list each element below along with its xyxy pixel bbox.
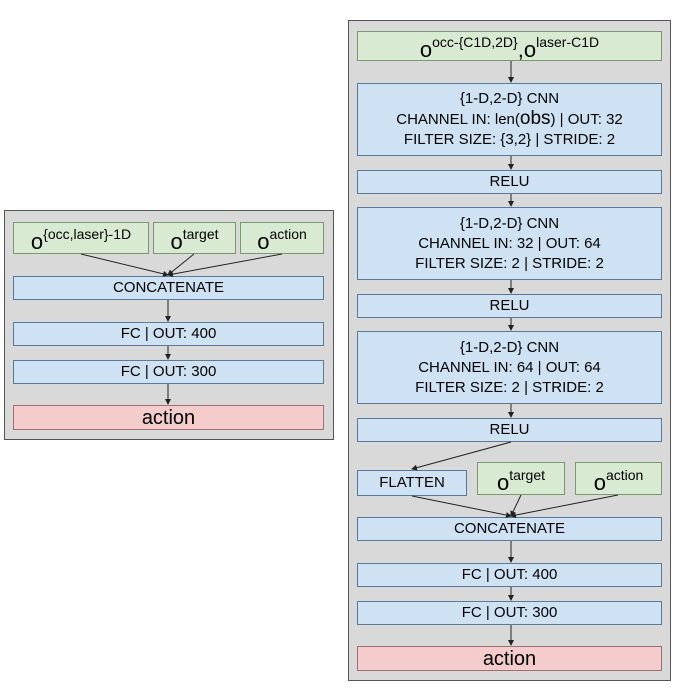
right-input-base1: o [419, 37, 433, 62]
arrow-left-action-to-concat [167, 253, 283, 278]
right-fc-300: FC | OUT: 300 [357, 601, 662, 625]
right-cnn-2-channels: CHANNEL IN: 32 | OUT: 64 [418, 234, 601, 252]
left-input-target: otarget [153, 222, 236, 254]
right-input-sep: , [517, 37, 524, 62]
right-input-base2: o [523, 37, 537, 62]
right-relu-1: RELU [357, 170, 662, 194]
right-input-action-sup: action [605, 466, 644, 483]
arrow-right-flatten-to-concat [411, 495, 512, 518]
left-input-occ-laser-base: o [30, 229, 44, 254]
right-fc-400: FC | OUT: 400 [357, 563, 662, 587]
right-cnn-1-title: {1-D,2-D} CNN [459, 90, 560, 107]
right-cnn-2-filter: FILTER SIZE: 2 | STRIDE: 2 [415, 254, 604, 272]
right-cnn-2: {1-D,2-D} CNN CHANNEL IN: 32 | OUT: 64 F… [357, 207, 662, 280]
right-input-sup2: laser-C1D [536, 34, 600, 50]
right-relu-3: RELU [357, 418, 662, 442]
right-output-action: action [357, 646, 662, 671]
right-cnn-3-channels: CHANNEL IN: 64 | OUT: 64 [418, 358, 601, 376]
right-input-sup1: occ-{C1D,2D} [432, 34, 518, 50]
right-input-occ-laser: oocc-{C1D,2D},olaser-C1D [357, 31, 662, 61]
right-input-action: oaction [575, 462, 662, 495]
right-cnn-1-channels: CHANNEL IN: len(obs) | OUT: 32 [396, 108, 623, 129]
left-input-action: oaction [240, 222, 324, 254]
left-fc-300: FC | OUT: 300 [13, 360, 324, 384]
right-cnn-3: {1-D,2-D} CNN CHANNEL IN: 64 | OUT: 64 F… [357, 331, 662, 404]
right-cnn-3-title: {1-D,2-D} CNN [459, 338, 560, 356]
left-output-action: action [13, 405, 324, 430]
arrow-right-relu3-to-flatten [411, 441, 512, 471]
left-input-occ-laser: o{occ,laser}-1D [13, 222, 149, 254]
left-input-target-base: o [170, 229, 183, 254]
arrow-left-occ-to-concat [80, 253, 169, 277]
right-input-target: otarget [477, 462, 565, 495]
right-input-target-base: o [496, 469, 510, 495]
left-fc-400: FC | OUT: 400 [13, 322, 324, 346]
right-relu-2: RELU [357, 294, 662, 318]
left-input-occ-laser-sup: {occ,laser}-1D [43, 226, 132, 242]
arrow-right-action-to-concat [510, 494, 619, 518]
arrow-right-target-to-concat [510, 494, 522, 517]
right-cnn-1: {1-D,2-D} CNN CHANNEL IN: len(obs) | OUT… [357, 83, 662, 156]
arrow-left-target-to-concat [167, 253, 195, 276]
right-cnn-1-filter: FILTER SIZE: {3,2} | STRIDE: 2 [403, 131, 616, 148]
right-input-target-sup: target [509, 466, 546, 483]
left-input-action-base: o [257, 229, 270, 254]
left-input-target-sup: target [182, 226, 219, 242]
right-cnn-2-title: {1-D,2-D} CNN [459, 214, 560, 232]
right-cnn-3-filter: FILTER SIZE: 2 | STRIDE: 2 [415, 378, 604, 396]
right-input-action-base: o [593, 469, 606, 495]
left-input-action-sup: action [269, 226, 307, 242]
